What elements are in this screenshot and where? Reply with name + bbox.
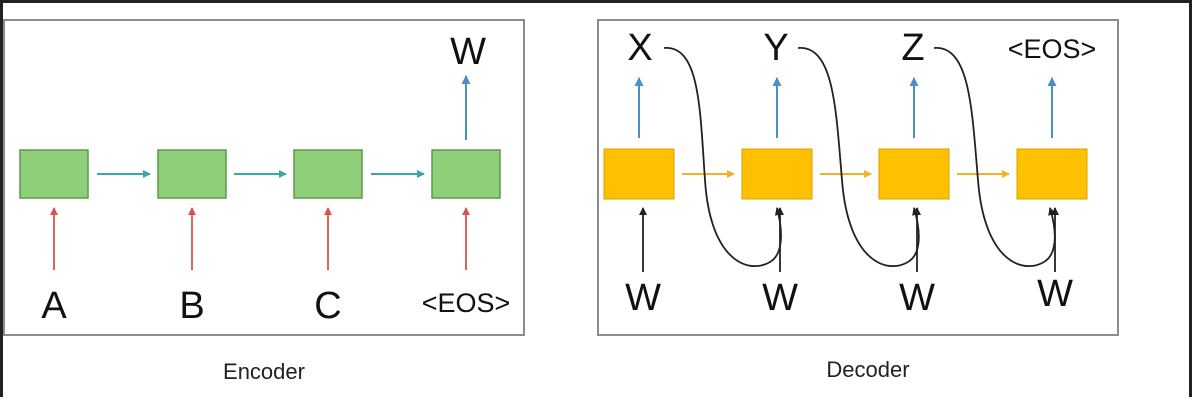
decoder-output-label: Z — [901, 27, 924, 69]
encoder-output-label: W — [450, 31, 486, 73]
decoder-output-label: X — [627, 27, 652, 69]
encoder-input-label: B — [179, 285, 204, 327]
decoder-input-label: W — [762, 277, 798, 319]
encoder-cell-2 — [157, 149, 227, 199]
decoder-feedback-arrow — [933, 47, 1056, 267]
decoder-input-label: W — [625, 277, 661, 319]
decoder-panel: X Y Z <EOS> W W W W — [597, 19, 1119, 336]
decoder-input-label: W — [1037, 273, 1073, 315]
decoder-cell-2 — [741, 148, 813, 200]
decoder-output-label: <EOS> — [1008, 34, 1097, 64]
encoder-cell-1 — [19, 149, 89, 199]
encoder-input-label: C — [314, 285, 341, 327]
decoder-cell-4 — [1016, 148, 1088, 200]
decoder-feedback-arrow — [663, 47, 783, 267]
encoder-panel: A B C <EOS> W — [3, 19, 525, 336]
decoder-feedback-arrow — [797, 47, 920, 267]
decoder-input-label: W — [899, 277, 935, 319]
decoder-caption: Decoder — [826, 357, 909, 382]
decoder-output-label: Y — [763, 27, 788, 69]
decoder-cell-3 — [878, 148, 950, 200]
encoder-cell-3 — [293, 149, 363, 199]
encoder-input-label: A — [41, 285, 67, 327]
decoder-cell-1 — [603, 148, 675, 200]
encoder-caption: Encoder — [223, 359, 305, 384]
encoder-cell-4 — [431, 149, 501, 199]
encoder-input-label: <EOS> — [422, 288, 511, 318]
